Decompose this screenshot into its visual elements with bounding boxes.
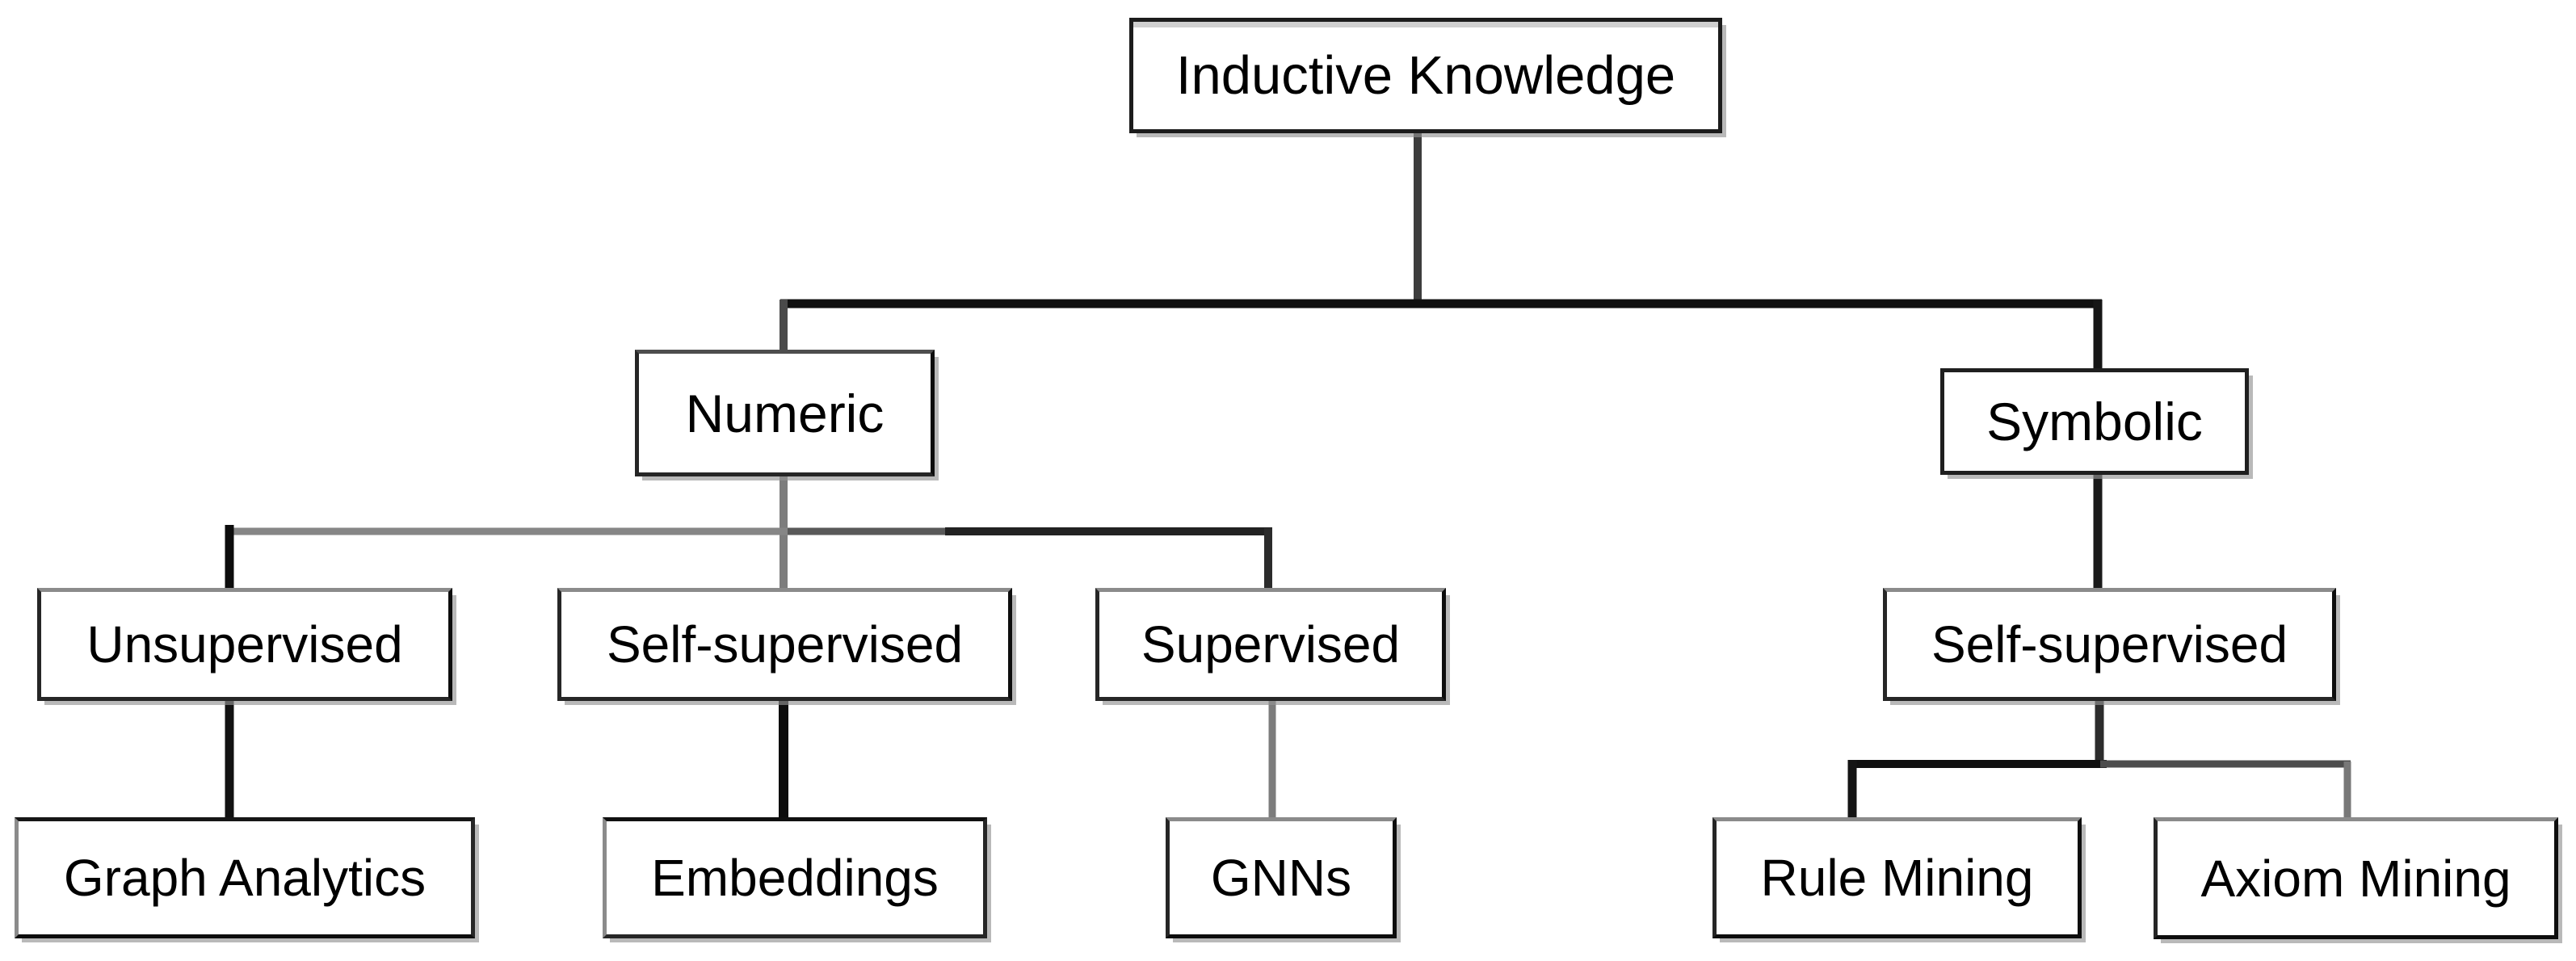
node-gnns-label: GNNs — [1210, 849, 1352, 907]
node-numeric-label: Numeric — [685, 383, 885, 443]
node-self-supervised-symbolic-label: Self-supervised — [1931, 615, 2288, 674]
node-rule-mining: Rule Mining — [1712, 817, 2082, 938]
node-rule-mining-label: Rule Mining — [1760, 849, 2034, 907]
node-unsupervised: Unsupervised — [37, 588, 452, 701]
node-graph-analytics-label: Graph Analytics — [63, 849, 427, 907]
node-inductive-knowledge: Inductive Knowledge — [1129, 18, 1722, 133]
node-self-supervised-symbolic: Self-supervised — [1883, 588, 2336, 701]
node-embeddings-label: Embeddings — [651, 849, 939, 907]
node-symbolic: Symbolic — [1940, 368, 2249, 475]
node-self-supervised-numeric: Self-supervised — [557, 588, 1012, 701]
node-unsupervised-label: Unsupervised — [86, 615, 403, 674]
node-axiom-mining-label: Axiom Mining — [2200, 849, 2511, 908]
node-symbolic-label: Symbolic — [1986, 392, 2203, 451]
node-axiom-mining: Axiom Mining — [2154, 817, 2558, 939]
node-supervised: Supervised — [1095, 588, 1446, 701]
node-gnns: GNNs — [1166, 817, 1397, 938]
node-supervised-label: Supervised — [1141, 615, 1401, 674]
node-numeric: Numeric — [635, 350, 935, 476]
node-embeddings: Embeddings — [603, 817, 987, 938]
node-graph-analytics: Graph Analytics — [15, 817, 475, 938]
node-inductive-knowledge-label: Inductive Knowledge — [1175, 45, 1676, 106]
node-self-supervised-numeric-label: Self-supervised — [606, 615, 964, 674]
